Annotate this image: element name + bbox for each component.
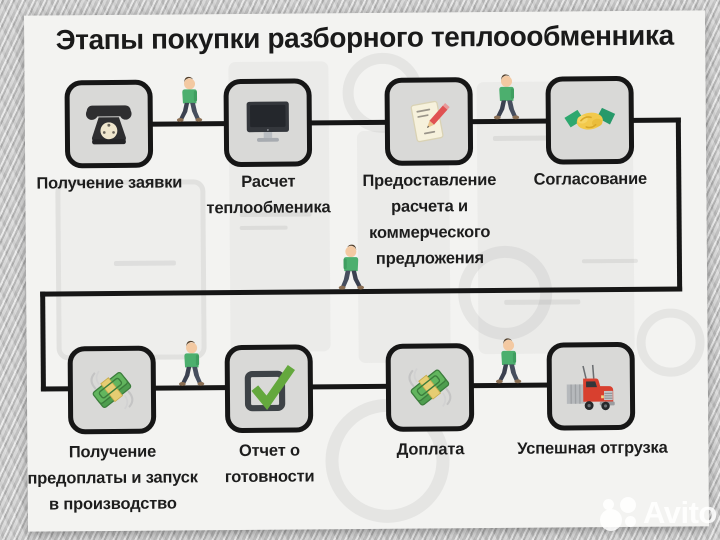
step-box-approval [545, 75, 635, 165]
background-label-dash [504, 299, 581, 305]
connector-line-left-vertical [40, 291, 46, 392]
flying-money-icon [89, 368, 134, 411]
step-box-request [64, 79, 154, 169]
walking-person-icon [176, 76, 203, 122]
walking-person-icon [338, 244, 365, 290]
step-label-request: Получение заявки [36, 173, 183, 193]
step-label-approval: Согласование [533, 169, 648, 189]
infographic-card: Этапы покупки разборного теплоообменника [23, 10, 710, 532]
avito-logo-dot [620, 497, 636, 513]
walking-person-icon [495, 338, 522, 384]
walking-person-icon [493, 74, 520, 120]
flying-money-icon [407, 366, 452, 409]
avito-watermark: Avito [594, 494, 718, 536]
avito-logo-dot [625, 516, 636, 527]
step-label-readiness-report: Отчет о готовности [224, 441, 315, 487]
step-box-proposal [384, 77, 474, 166]
connector-line-right-vertical [675, 117, 683, 292]
step-label-shipment: Успешная отгрузка [517, 438, 668, 458]
background-label-dash [581, 258, 638, 264]
step-box-prepayment [67, 345, 157, 435]
background-label-dash [239, 225, 288, 230]
background-port-circle [636, 308, 705, 377]
step-box-readiness-report [224, 344, 314, 434]
avito-logo-dot [603, 499, 614, 510]
step-box-calculation [223, 78, 313, 168]
checkbox-check-icon [241, 361, 297, 417]
desktop-computer-icon [246, 101, 290, 142]
avito-logo-dot [600, 509, 622, 531]
walking-person-icon [178, 340, 205, 386]
red-truck-icon [565, 364, 616, 412]
handshake-icon [563, 107, 617, 133]
avito-logo-text: Avito [643, 495, 717, 530]
step-box-shipment [546, 341, 636, 431]
rotary-phone-icon [85, 105, 132, 145]
page-title: Этапы покупки разборного теплоообменника [55, 19, 674, 56]
memo-pencil-icon [409, 100, 451, 143]
step-box-surcharge [385, 343, 475, 432]
background-label-dash [113, 260, 176, 266]
